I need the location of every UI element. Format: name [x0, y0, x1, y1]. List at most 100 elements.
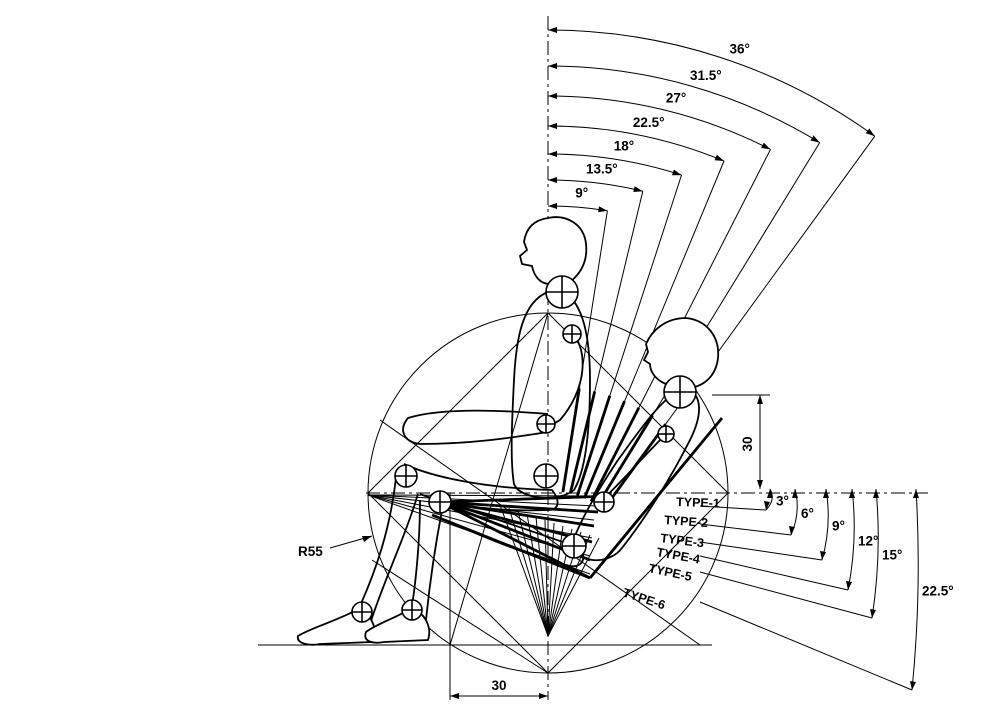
back-angle-label: 9° [575, 186, 588, 201]
seat-angle-arcs: 3°6°9°12°15°22.5° [699, 488, 954, 691]
back-angle-arc [547, 153, 682, 176]
construction-diagonal [449, 312, 549, 646]
back-angle-arcs: 9°13.5°18°22.5°27°31.5°36° [547, 27, 876, 449]
arrow-head [672, 169, 682, 176]
seat-fan-line [367, 494, 593, 539]
back-angle-arc [547, 179, 643, 192]
joint-marker [401, 599, 423, 621]
arrow-head [873, 489, 879, 498]
back-angle-label: 31.5° [690, 68, 722, 83]
arrow-head [714, 154, 724, 161]
joint-marker [593, 491, 615, 513]
seat-angle-arc [911, 488, 919, 691]
upright-figure [297, 216, 591, 646]
joint-marker [545, 275, 579, 309]
joint-marker [533, 463, 559, 489]
seat-fan-line [517, 510, 549, 637]
joint-marker [394, 464, 418, 488]
seat-angle-extension [699, 555, 849, 591]
seat-type-label: TYPE-6 [621, 586, 667, 613]
arrow-head [761, 142, 771, 150]
upright-forearm [402, 409, 549, 445]
joint-marker [657, 425, 675, 443]
joint-marker [351, 601, 373, 623]
seat-type-label: TYPE-2 [664, 513, 709, 530]
seat-angle-label: 3° [776, 494, 789, 509]
seat-angle-extension [699, 541, 823, 561]
backrest-line [576, 395, 612, 497]
joint-marker [536, 414, 556, 434]
backrest-lines [561, 388, 667, 510]
arrow-head [548, 93, 557, 99]
seat-angle-arc [821, 488, 829, 561]
seat-angle-arc [847, 488, 855, 591]
arrow-head [633, 186, 643, 192]
seat-fan-line [535, 516, 549, 637]
back-angle-extension [600, 174, 682, 425]
seat-angle-label: 15° [882, 548, 902, 563]
arrow-head [362, 536, 372, 542]
seat-angle-extension [699, 601, 913, 691]
joint-marker [663, 375, 697, 409]
seat-fan-line [547, 522, 555, 637]
back-angle-extension [587, 191, 644, 421]
arrow-head [810, 135, 820, 143]
arrow-head [792, 489, 798, 498]
arrow-head [913, 489, 919, 498]
arrow-head [548, 177, 557, 183]
backrest-line [596, 414, 654, 506]
reclined-thigh [443, 501, 585, 568]
seat-angle-extension [699, 505, 767, 511]
back-angle-label: 22.5° [633, 115, 665, 130]
seat-angle-extension [699, 523, 792, 536]
back-angle-extension [612, 160, 725, 430]
arrow-head [539, 693, 548, 699]
seat-type-label: TYPE-1 [676, 495, 720, 511]
seat-type-label: TYPE-5 [647, 561, 693, 584]
radius-label: R55 [298, 544, 323, 559]
arrow-head [757, 395, 763, 404]
seat-angle-label: 22.5° [922, 584, 954, 599]
height-dimension: 30 [712, 394, 770, 489]
seat-slope-line [439, 500, 599, 514]
arrow-head [910, 681, 916, 690]
width-label: 30 [491, 678, 506, 693]
radius-callout: R55 [298, 535, 373, 559]
seat-fan-line [544, 519, 549, 637]
upright-thigh [403, 463, 559, 512]
arrow-head [548, 203, 557, 209]
back-angle-label: 13.5° [586, 162, 618, 177]
arrow-head [767, 489, 773, 498]
seat-angle-arc [765, 488, 773, 511]
arrow-head [548, 123, 557, 129]
seat-angle-label: 12° [858, 534, 878, 549]
joint-markers [351, 275, 697, 623]
joint-marker [428, 490, 452, 514]
joint-marker [562, 324, 582, 344]
back-angle-extension [624, 149, 771, 435]
arrow-head [846, 581, 852, 590]
seat-type-label: TYPE-3 [660, 531, 705, 550]
back-angle-label: 18° [614, 139, 634, 154]
arrow-head [548, 151, 557, 157]
back-angle-arc [547, 65, 820, 144]
seat-angle-arc [871, 488, 879, 619]
reclined-backrest [588, 417, 724, 579]
construction-lines [258, 16, 928, 700]
back-angle-label: 36° [729, 42, 749, 57]
arrow-head [823, 489, 829, 498]
arrow-head [789, 526, 795, 535]
joint-marker [561, 533, 587, 559]
upright-torso [510, 289, 591, 499]
arrow-head [598, 206, 608, 213]
arrow-head [757, 480, 763, 489]
backrest-line [583, 400, 626, 499]
arrow-head [548, 63, 557, 69]
backrest-line [589, 407, 641, 503]
seat-angle-label: 6° [801, 506, 814, 521]
back-angle-arc [547, 29, 876, 137]
back-angle-arc [547, 95, 771, 150]
construction-diagonal [371, 559, 549, 674]
